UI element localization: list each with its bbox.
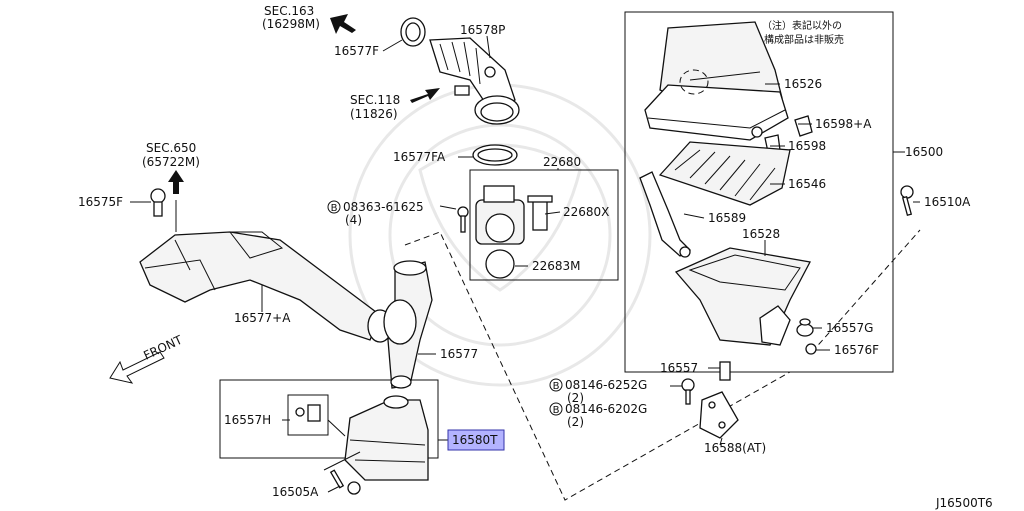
label-16580T: 16580T bbox=[452, 433, 498, 447]
bellows-hose-16578P bbox=[429, 37, 520, 125]
label-16510A: 16510A bbox=[924, 195, 971, 209]
grommet-box bbox=[287, 394, 329, 436]
label-16577A: 16577+A bbox=[234, 311, 291, 325]
note-line-2: 構成部品は非販売 bbox=[764, 33, 844, 46]
label-sec650: SEC.650 bbox=[146, 141, 196, 155]
arrows bbox=[109, 14, 440, 384]
grommet-16557 bbox=[719, 361, 731, 381]
air-cleaner-group-box bbox=[624, 11, 894, 373]
clip-16575F bbox=[150, 188, 166, 217]
label-08146-6252G-qty: (2) bbox=[567, 391, 584, 405]
assembly-dash-line bbox=[404, 231, 791, 501]
label-22680: 22680 bbox=[543, 155, 581, 169]
label-16557H: 16557H bbox=[224, 413, 271, 427]
label-16578P: 16578P bbox=[460, 23, 505, 37]
front-arrow-icon bbox=[109, 351, 165, 384]
label-16526: 16526 bbox=[784, 77, 822, 91]
bolt-symbol-icon bbox=[327, 200, 341, 214]
label-16557G: 16557G bbox=[826, 321, 873, 335]
resonator-group-box bbox=[219, 379, 439, 459]
label-16576F: 16576F bbox=[834, 343, 879, 357]
bolt-dash-line bbox=[811, 229, 921, 353]
bolt-symbols: B B B bbox=[327, 200, 563, 416]
label-08146-6202G-qty: (2) bbox=[567, 415, 584, 429]
bracket-16589 bbox=[639, 171, 692, 258]
arrow-to-sec118-icon bbox=[410, 88, 440, 103]
bolt-symbol-text: B bbox=[553, 405, 560, 416]
bolt-16576F bbox=[805, 343, 817, 355]
air-cleaner-case-16528 bbox=[674, 247, 811, 346]
diagram-id: J16500T6 bbox=[935, 496, 993, 510]
maf-sensor-22680 bbox=[457, 185, 553, 279]
label-22680X: 22680X bbox=[563, 205, 609, 219]
clamp-16577F bbox=[400, 17, 426, 47]
bolt-08146 bbox=[681, 378, 695, 405]
maf-sensor-group-box bbox=[469, 169, 619, 281]
label-08146-6202G: 08146-6202G bbox=[565, 402, 647, 416]
bolt-16510A bbox=[900, 185, 914, 217]
air-duct-16577 bbox=[383, 260, 433, 389]
label-16500: 16500 bbox=[905, 145, 943, 159]
label-22683M: 22683M bbox=[532, 259, 581, 273]
filter-element-16546 bbox=[658, 141, 791, 206]
label-sec163-ref: (16298M) bbox=[262, 17, 320, 31]
clamp-16577FA bbox=[472, 144, 518, 166]
label-16577FA: 16577FA bbox=[393, 150, 446, 164]
highlight-16580T bbox=[447, 429, 505, 451]
label-sec118: SEC.118 bbox=[350, 93, 400, 107]
label-16598A: 16598+A bbox=[815, 117, 872, 131]
label-16575F: 16575F bbox=[78, 195, 123, 209]
bolt-16505A bbox=[329, 469, 361, 495]
bolt-symbol-icon bbox=[549, 402, 563, 416]
labels: SEC.163 (16298M) 16577F 16578P SEC.118 (… bbox=[78, 4, 993, 510]
label-sec650-ref: (65722M) bbox=[142, 155, 200, 169]
label-sec118-ref: (11826) bbox=[350, 107, 398, 121]
label-08363-61625: 08363-61625 bbox=[343, 200, 424, 214]
grommet-16557H bbox=[295, 404, 321, 422]
label-16589: 16589 bbox=[708, 211, 746, 225]
label-08146-6252G: 08146-6252G bbox=[565, 378, 647, 392]
label-16505A: 16505A bbox=[272, 485, 319, 499]
leader-lines bbox=[130, 35, 920, 493]
label-16557: 16557 bbox=[660, 361, 698, 375]
arrow-to-sec163-icon bbox=[330, 14, 356, 34]
bolt-symbol-text: B bbox=[331, 203, 338, 214]
air-duct-16577A bbox=[139, 231, 393, 343]
label-08363-qty: (4) bbox=[345, 213, 362, 227]
label-16577F: 16577F bbox=[334, 44, 379, 58]
label-16598: 16598 bbox=[788, 139, 826, 153]
label-sec163: SEC.163 bbox=[264, 4, 314, 18]
resonator-16580T bbox=[344, 395, 429, 481]
arrow-to-sec650-icon bbox=[168, 170, 184, 194]
grommet-16557G bbox=[796, 318, 814, 337]
label-16588AT: 16588(AT) bbox=[704, 441, 766, 455]
note-line-1: （注）表記以外の bbox=[762, 19, 842, 32]
label-16577: 16577 bbox=[440, 347, 478, 361]
bolt-symbol-text: B bbox=[553, 381, 560, 392]
bolt-symbol-icon bbox=[549, 378, 563, 392]
label-16528: 16528 bbox=[742, 227, 780, 241]
air-cleaner-cover-16526 bbox=[644, 21, 789, 141]
label-16546: 16546 bbox=[788, 177, 826, 191]
bracket-16588 bbox=[699, 391, 739, 439]
